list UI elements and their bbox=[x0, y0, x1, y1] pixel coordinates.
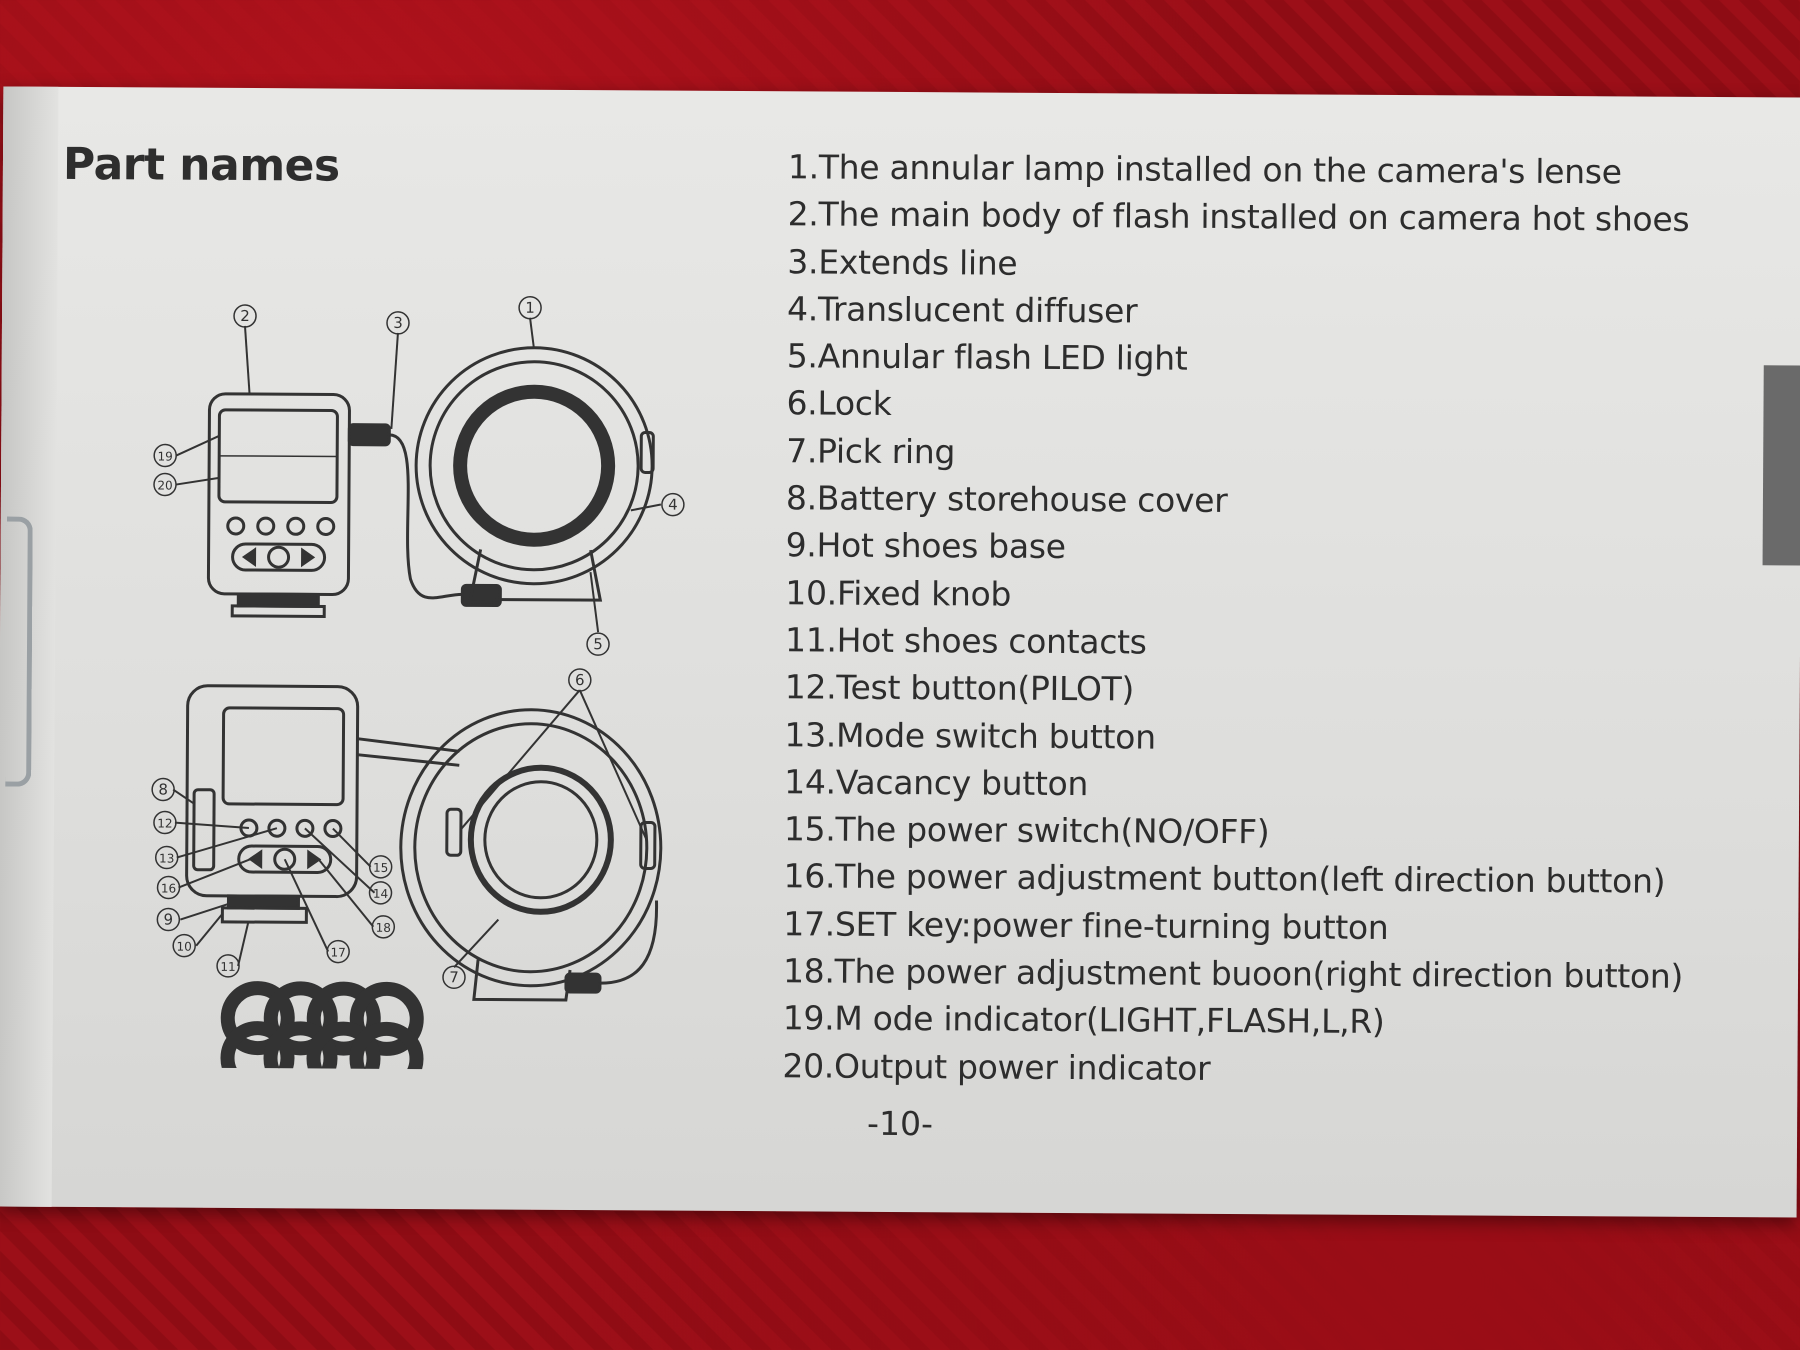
page-heading: Part names bbox=[63, 139, 340, 192]
callout-19: 19 bbox=[157, 449, 172, 463]
part-item-20: 20.Output power indicator bbox=[782, 1042, 1772, 1095]
callout-14: 14 bbox=[373, 887, 388, 901]
part-item-6: 6.Lock bbox=[786, 380, 1776, 433]
part-names-list: 1.The annular lamp installed on the came… bbox=[782, 143, 1778, 1095]
part-item-3: 3.Extends line bbox=[787, 238, 1777, 291]
ring-light-angled bbox=[400, 709, 662, 1001]
callout-2: 2 bbox=[240, 307, 250, 325]
callout-15: 15 bbox=[373, 861, 388, 875]
callout-20: 20 bbox=[157, 478, 172, 492]
part-item-15: 15.The power switch(NO/OFF) bbox=[784, 805, 1774, 858]
callout-9: 9 bbox=[164, 911, 174, 929]
callout-markers: 1 2 3 4 5 6 7 8 9 10 11 12 13 14 15 16 1… bbox=[151, 294, 685, 989]
part-item-12: 12.Test button(PILOT) bbox=[785, 664, 1775, 717]
part-item-13: 13.Mode switch button bbox=[784, 711, 1774, 764]
callout-18: 18 bbox=[376, 921, 391, 935]
callout-13: 13 bbox=[159, 851, 174, 865]
callout-1: 1 bbox=[525, 299, 535, 317]
callout-7: 7 bbox=[449, 968, 459, 986]
flash-body-angled bbox=[186, 686, 459, 924]
part-item-10: 10.Fixed knob bbox=[785, 569, 1775, 622]
part-item-14: 14.Vacancy button bbox=[784, 758, 1774, 811]
callout-3: 3 bbox=[393, 314, 403, 332]
callout-16: 16 bbox=[161, 881, 176, 895]
part-item-16: 16.The power adjustment button(left dire… bbox=[783, 853, 1773, 906]
ring-light-front bbox=[415, 347, 654, 600]
binding-staple bbox=[5, 517, 33, 787]
manual-page: Part names bbox=[0, 87, 1800, 1218]
part-item-11: 11.Hot shoes contacts bbox=[785, 616, 1775, 669]
part-item-7: 7.Pick ring bbox=[786, 427, 1776, 480]
part-item-5: 5.Annular flash LED light bbox=[787, 332, 1777, 385]
part-item-1: 1.The annular lamp installed on the came… bbox=[788, 143, 1778, 196]
part-item-19: 19.M ode indicator(LIGHT,FLASH,L,R) bbox=[783, 995, 1773, 1048]
callout-5: 5 bbox=[593, 635, 603, 653]
callout-4: 4 bbox=[668, 496, 678, 514]
part-item-18: 18.The power adjustment buoon(right dire… bbox=[783, 947, 1773, 1000]
ring-flash-diagram: 1 2 3 4 5 6 7 8 9 10 11 12 13 14 15 16 1… bbox=[137, 197, 742, 1071]
page-number: -10- bbox=[867, 1104, 933, 1143]
adapter-rings bbox=[227, 988, 417, 1071]
callout-10: 10 bbox=[177, 940, 192, 954]
callout-8: 8 bbox=[158, 780, 168, 798]
flash-body-front bbox=[208, 394, 349, 617]
part-item-9: 9.Hot shoes base bbox=[786, 522, 1776, 575]
part-item-2: 2.The main body of flash installed on ca… bbox=[788, 191, 1778, 244]
callout-11: 11 bbox=[220, 960, 235, 974]
part-item-17: 17.SET key:power fine-turning button bbox=[783, 900, 1773, 953]
callout-12: 12 bbox=[157, 816, 172, 830]
callout-6: 6 bbox=[575, 671, 585, 689]
part-item-8: 8.Battery storehouse cover bbox=[786, 474, 1776, 527]
part-item-4: 4.Translucent diffuser bbox=[787, 285, 1777, 338]
callout-17: 17 bbox=[330, 946, 345, 960]
